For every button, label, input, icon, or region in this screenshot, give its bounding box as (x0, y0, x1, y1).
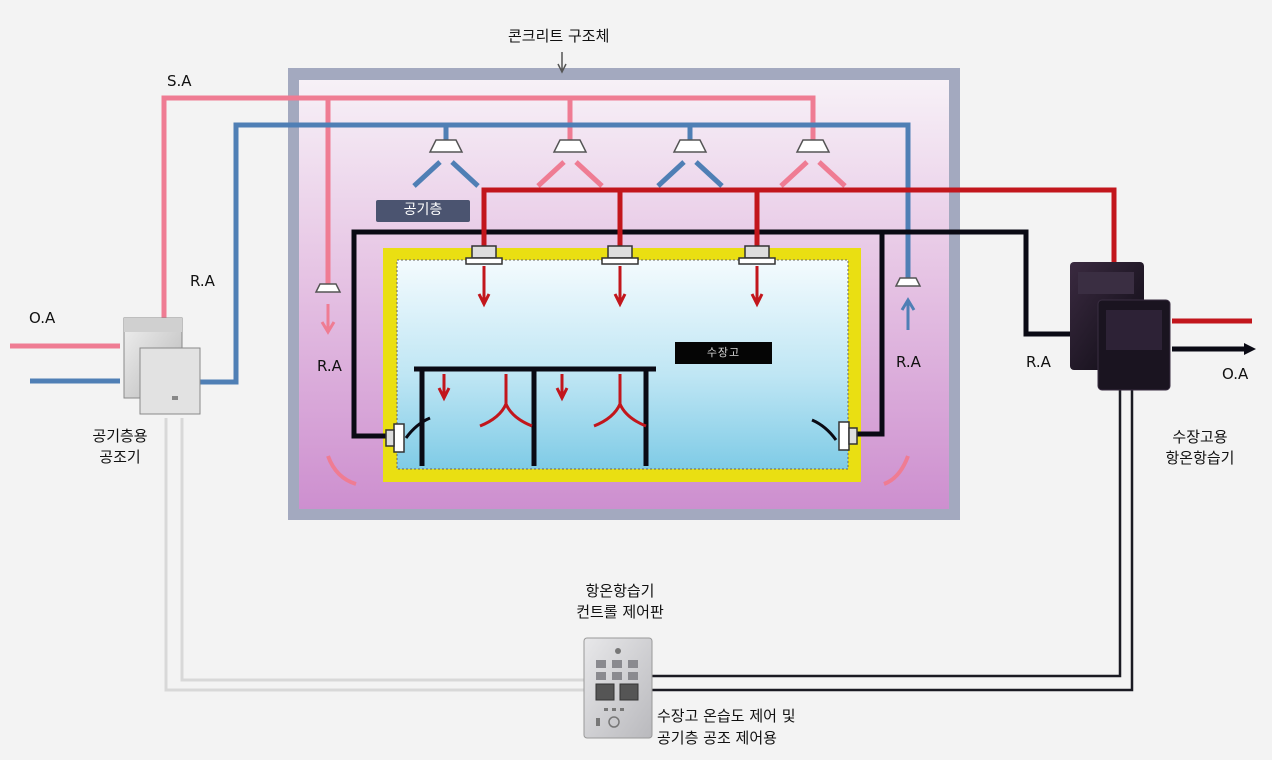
return-grille-right (811, 418, 858, 451)
storage-room (397, 260, 848, 469)
storage-sign: 수장고 (675, 342, 772, 364)
storage-return-duct (351, 229, 1072, 439)
ra-right-outer-label: R.A (1026, 353, 1051, 371)
panel-label-line2: 컨트롤 제어판 (576, 603, 664, 621)
corner-arrow-right (883, 455, 910, 486)
storage-humidity-unit (1070, 262, 1171, 391)
ahu-label-line1: 공기층용 (92, 427, 148, 445)
sa-label: S.A (167, 72, 192, 90)
return-duct-main (198, 122, 911, 385)
return-grille-left (385, 416, 431, 453)
control-panel[interactable] (583, 637, 653, 739)
storage-return-duct-right (846, 232, 885, 437)
ra-left-inner-label: R.A (317, 357, 342, 375)
air-layer-tag: 공기층 (376, 200, 470, 222)
panel-desc-line1: 수장고 온습도 제어 및 (657, 707, 796, 725)
storage-diffuser-1 (465, 245, 503, 308)
panel-desc-line2: 공기층 공조 제어용 (657, 729, 777, 747)
rack-airflow-arrows (437, 374, 647, 428)
ra-left-outer-label: R.A (190, 272, 215, 290)
corner-arrow-left (326, 455, 357, 486)
unit-label-line1: 수장고용 (1172, 428, 1228, 446)
structure-pointer (557, 52, 567, 74)
structure-label: 콘크리트 구조체 (508, 27, 610, 45)
right-air-layer-arrow (900, 297, 916, 330)
panel-label-line1: 항온항습기 (585, 582, 655, 600)
storage-diffuser-3 (738, 245, 776, 308)
air-layer-diffuser-1 (412, 139, 480, 188)
storage-supply-duct (481, 187, 1117, 268)
oa-left-label: O.A (29, 309, 56, 327)
storage-rack (414, 366, 656, 466)
left-air-layer-diffuser (314, 283, 342, 293)
control-wiring-right (652, 388, 1134, 692)
control-wiring (164, 418, 584, 692)
left-air-layer-arrow (320, 304, 336, 335)
storage-diffuser-2 (601, 245, 639, 308)
air-layer-diffuser-2 (536, 139, 604, 188)
unit-label-line2: 항온항습기 (1165, 449, 1235, 467)
ra-right-inner-label: R.A (896, 353, 921, 371)
right-air-layer-diffuser (894, 277, 922, 287)
supply-duct-main (161, 95, 816, 333)
oa-arrow-right (1244, 343, 1256, 355)
ahu-label-line2: 공조기 (99, 448, 141, 466)
air-layer-diffuser-4 (779, 139, 847, 188)
air-layer-ahu (123, 317, 201, 415)
air-layer-diffuser-3 (656, 139, 724, 188)
oa-right-label: O.A (1222, 365, 1249, 383)
